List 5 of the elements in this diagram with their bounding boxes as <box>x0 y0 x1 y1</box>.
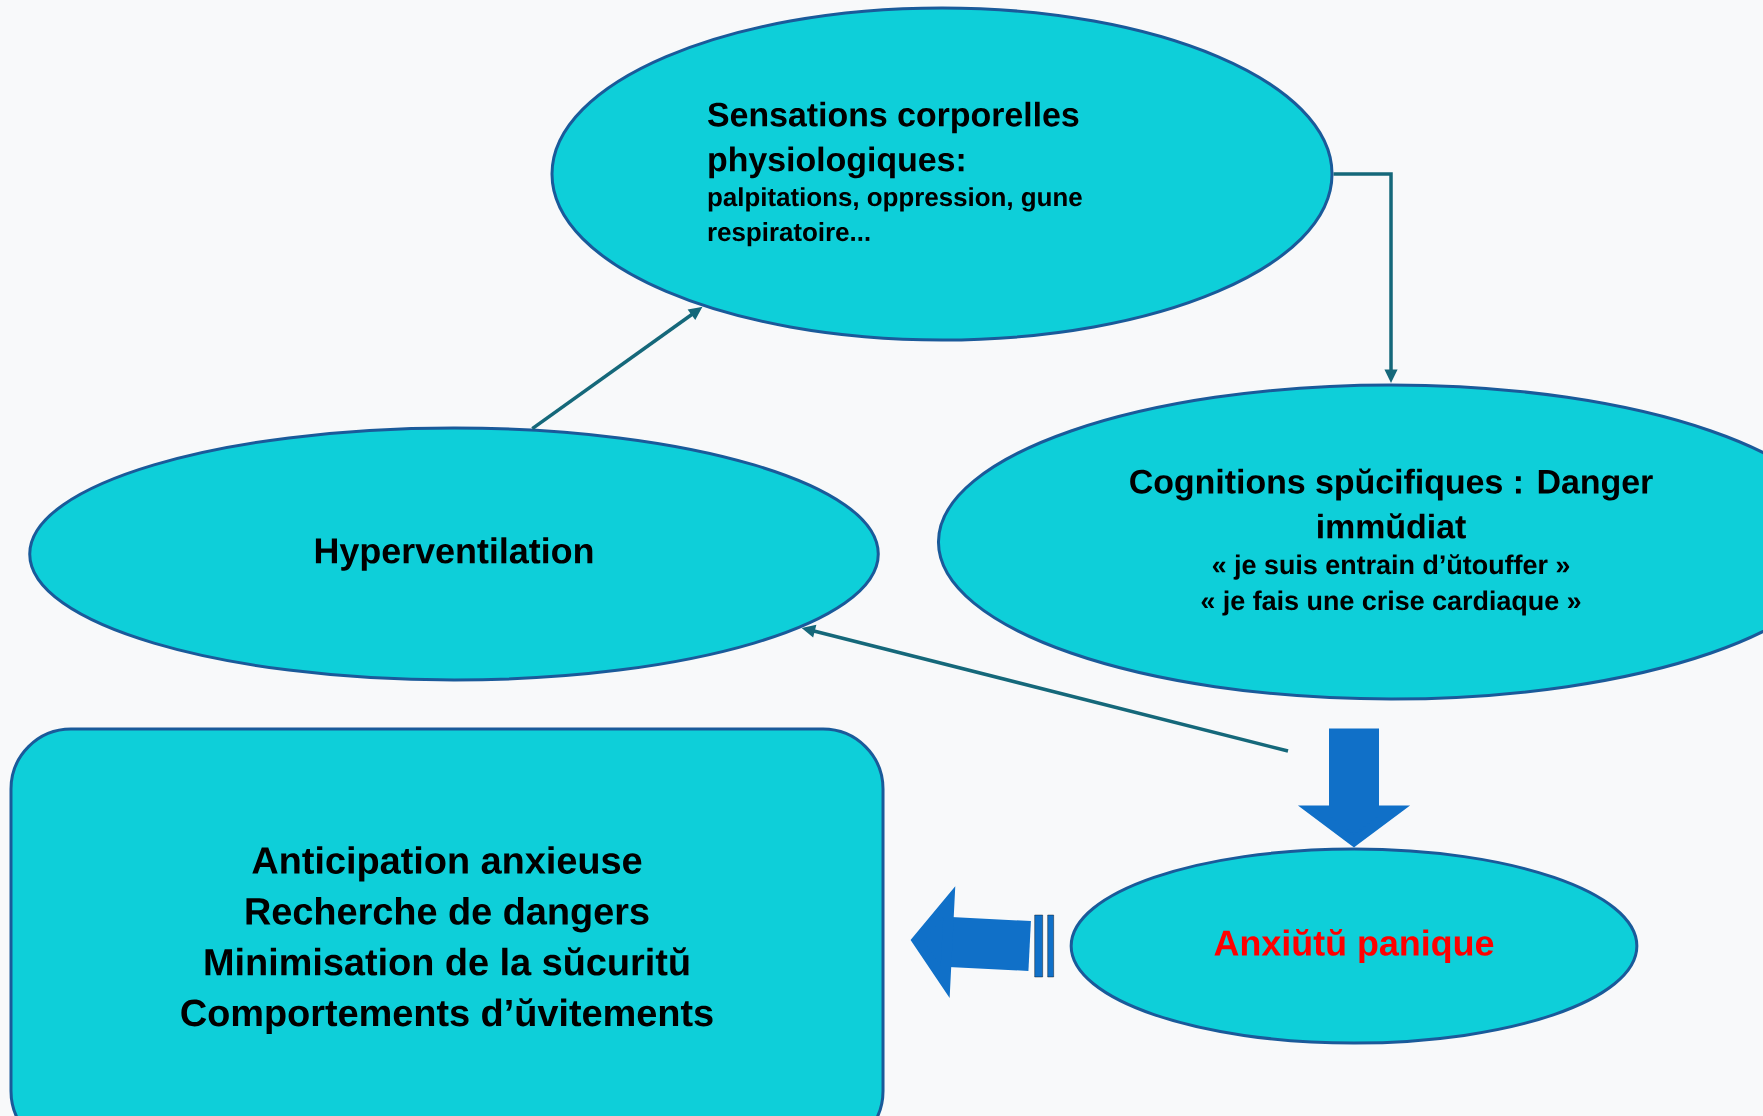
ellipse-node: Anxiŭtŭ panique <box>1069 847 1639 1045</box>
rounded-box: Anticipation anxieuse Recherche de dangers Minimisation de la sŭcuritŭ Comportements d’ŭvitements <box>9 727 885 1116</box>
ellipse-node: Cognitions spŭcifiques : Danger immŭdiat « je suis entrain d’ŭtouffer » « je fais une crise cardiaque » <box>936 383 1763 701</box>
ellipse-node: Hyperventilation <box>28 426 880 682</box>
ellipse-node: Sensations corporelles physiologiques: palpitations, oppression, gune respiratoire... <box>550 6 1334 342</box>
